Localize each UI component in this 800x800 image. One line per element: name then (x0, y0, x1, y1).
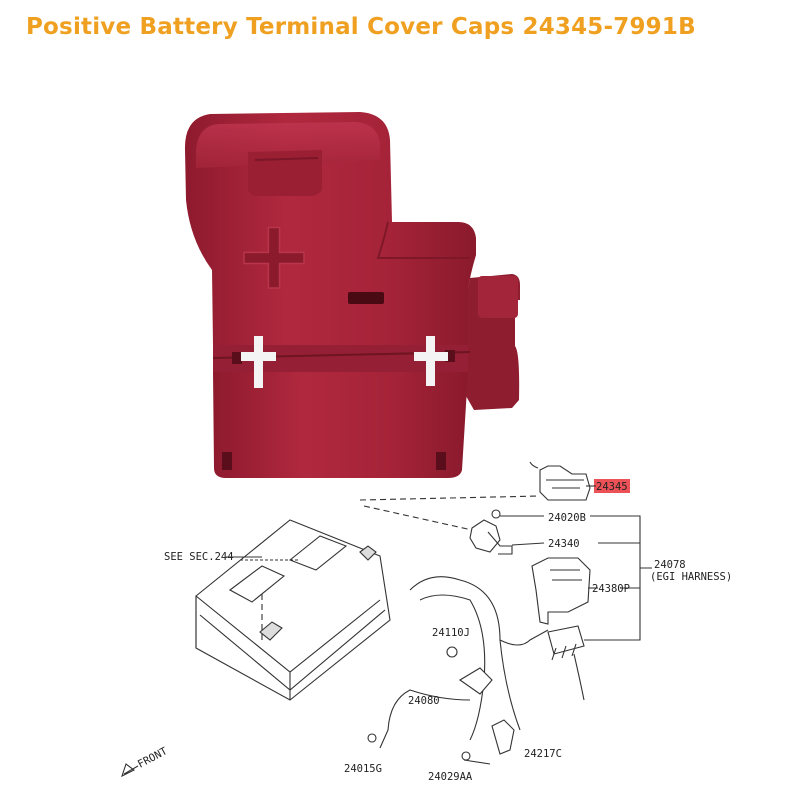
part-highlight-box (594, 479, 630, 493)
plus-symbol: + (234, 199, 314, 311)
callout-bracket (584, 515, 652, 641)
cover-hinge-tab (248, 150, 322, 196)
label-24340: 24340 (548, 538, 580, 550)
label-24080: 24080 (408, 695, 440, 707)
cover-top-highlight (196, 122, 380, 168)
connector-bracket-sketch (531, 557, 591, 625)
cover-lower-body (213, 372, 468, 478)
label-front: FRONT (136, 745, 170, 771)
label-24217c: 24217C (524, 748, 562, 760)
page-title: Positive Battery Terminal Cover Caps 243… (26, 14, 696, 40)
label-24110j: 24110J (432, 627, 470, 639)
white-clip-right (414, 336, 448, 386)
terminal-clamp-sketch (469, 519, 513, 555)
label-24345: 24345 (596, 481, 628, 493)
label-24015g: 24015G (344, 763, 382, 775)
label-24078: 24078 (654, 559, 686, 571)
cover-seam (213, 345, 468, 372)
parts-diagram (195, 461, 652, 765)
cover-slot (348, 292, 384, 304)
cover-side-flap-top (478, 276, 518, 318)
cable-sketch (379, 576, 549, 749)
label-see-sec: SEE SEC.244 (164, 551, 234, 563)
terminal-cover-product: + (184, 112, 520, 478)
label-24020b: 24020B (548, 512, 586, 524)
label-24029aa: 24029AA (428, 771, 473, 783)
label-24380p: 24380P (592, 583, 630, 595)
label-egi-harness: (EGI HARNESS) (650, 571, 732, 583)
front-arrow-icon (121, 763, 139, 778)
battery-sketch (195, 519, 391, 701)
plug-sketch (547, 625, 585, 661)
cover-sketch (529, 461, 591, 501)
white-clip-left (241, 336, 276, 388)
